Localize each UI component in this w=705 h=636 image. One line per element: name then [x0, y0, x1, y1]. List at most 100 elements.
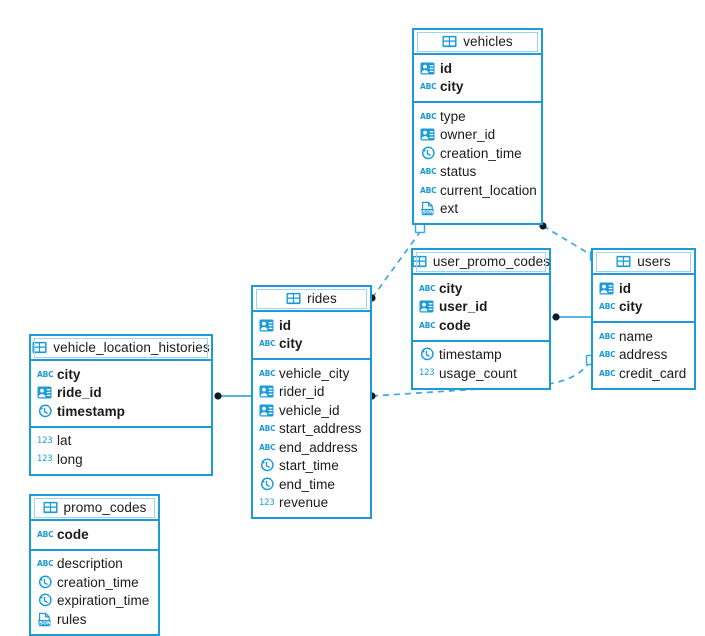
column-name: city	[279, 336, 303, 352]
abc-icon: ABC	[259, 442, 276, 452]
column-row[interactable]: expiration_time	[31, 592, 158, 611]
entity-header-vehicle_location_histories[interactable]: vehicle_location_histories	[31, 336, 211, 361]
table-icon	[32, 340, 47, 355]
id-badge-icon	[599, 281, 614, 296]
column-row[interactable]: timestamp	[413, 346, 549, 365]
column-row[interactable]: creation_time	[31, 573, 158, 592]
column-row[interactable]: start_time	[253, 457, 370, 476]
column-name: timestamp	[57, 403, 125, 419]
column-row[interactable]: ride_id	[31, 384, 211, 403]
column-name: vehicle_id	[279, 402, 340, 418]
abc-icon: ABC	[259, 339, 276, 348]
entity-header-user_promo_codes[interactable]: user_promo_codes	[412, 250, 550, 275]
column-row[interactable]: timestamp	[31, 402, 211, 421]
id-badge-icon	[259, 384, 274, 399]
abc-icon: ABC	[420, 111, 437, 121]
column-row[interactable]: creation_time	[414, 144, 541, 163]
column-row[interactable]: id	[593, 279, 694, 298]
column-row[interactable]: id	[253, 316, 370, 335]
column-name: id	[619, 280, 632, 296]
id-badge-icon	[419, 299, 434, 314]
relationship-user-promo-codes-to-users[interactable]	[552, 313, 591, 321]
column-row[interactable]: end_time	[253, 475, 370, 494]
column-name: ride_id	[57, 385, 102, 401]
column-row[interactable]: id	[414, 59, 541, 78]
abc-icon: ABC	[599, 350, 616, 359]
id-badge-icon	[259, 318, 274, 333]
column-row[interactable]: 123 usage_count	[413, 364, 549, 383]
column-name: timestamp	[439, 347, 502, 363]
column-name: end_address	[279, 439, 358, 455]
column-name: rules	[57, 611, 87, 627]
clock-icon	[259, 477, 274, 492]
number-icon: 123	[259, 497, 275, 508]
column-name: id	[440, 60, 453, 76]
number-icon: 123	[37, 454, 53, 464]
entity-header-users[interactable]: users	[593, 250, 694, 275]
relationship-vehicle-location-histories-to-rides[interactable]	[214, 392, 251, 400]
entity-header-promo_codes[interactable]: promo_codes	[31, 496, 158, 521]
column-row[interactable]: rider_id	[253, 383, 370, 402]
column-name: status	[440, 164, 477, 180]
column-name: city	[439, 280, 463, 296]
column-name: credit_card	[619, 365, 687, 381]
abc-icon: ABC	[37, 529, 54, 539]
abc-icon: ABC	[599, 368, 616, 378]
entity-header-rides[interactable]: rides	[253, 287, 370, 312]
table-icon	[412, 254, 427, 269]
column-row[interactable]: user_id	[413, 298, 549, 317]
entity-title: vehicles	[463, 34, 513, 49]
column-name: start_time	[279, 458, 339, 474]
column-row[interactable]: 123 revenue	[253, 494, 370, 513]
clock-icon	[259, 458, 274, 473]
column-row[interactable]: vehicle_id	[253, 401, 370, 420]
number-icon: 123	[419, 368, 435, 378]
id-badge-icon	[259, 403, 274, 418]
entity-header-vehicles[interactable]: vehicles	[414, 30, 541, 55]
number-icon: 123	[37, 435, 53, 446]
column-name: usage_count	[439, 365, 517, 381]
column-name: revenue	[279, 495, 329, 511]
json-icon: JSON	[420, 201, 435, 216]
column-name: expiration_time	[57, 593, 150, 609]
column-name: description	[57, 556, 123, 572]
column-row[interactable]: owner_id	[414, 126, 541, 145]
abc-icon: ABC	[419, 320, 436, 330]
abc-icon: ABC	[419, 283, 436, 293]
clock-icon	[37, 575, 52, 590]
column-name: creation_time	[57, 574, 139, 590]
